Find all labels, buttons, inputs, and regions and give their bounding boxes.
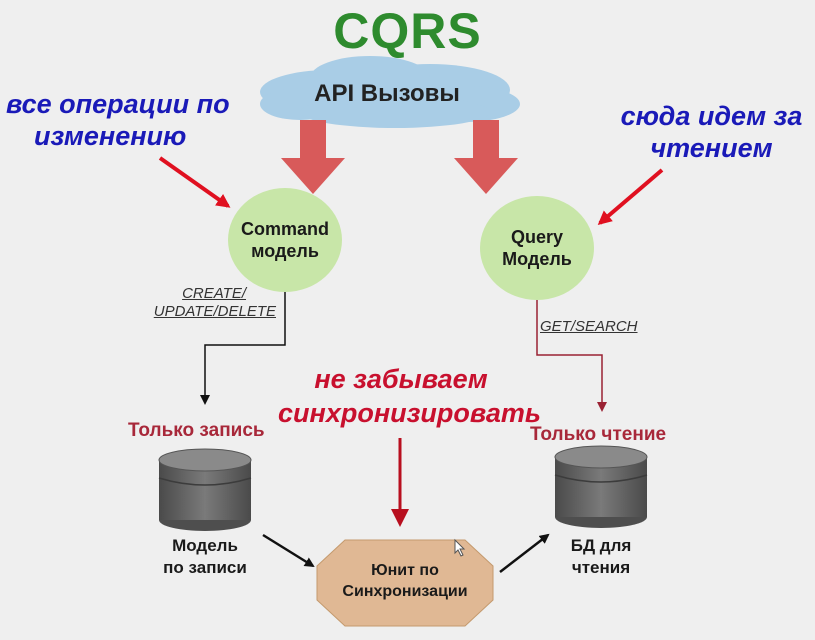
right-note-line-2: чтением xyxy=(650,133,773,163)
right-note-line-1: сюда идем за xyxy=(620,101,803,131)
query-node-label: Query Модель xyxy=(480,226,594,270)
query-to-read-connector xyxy=(536,300,607,412)
read-db-cylinder xyxy=(554,445,648,528)
command-node-shape xyxy=(228,188,342,292)
right-note-arrow xyxy=(597,168,664,225)
sync-note-line-2: синхронизировать xyxy=(278,398,541,428)
command-ops-line-2: UPDATE/DELETE xyxy=(153,303,276,320)
read-db-label: БД для чтения xyxy=(541,535,661,579)
command-node-line-2: модель xyxy=(251,241,319,261)
big-arrow-left xyxy=(281,120,345,194)
sync-unit-line-2: Синхронизации xyxy=(342,583,468,600)
write-db-label: Модель по записи xyxy=(145,535,265,579)
write-db-to-sync-arrow xyxy=(262,533,315,568)
sync-to-read-db-arrow xyxy=(499,533,550,573)
mouse-cursor-icon xyxy=(454,538,466,557)
read-db-caption: Только чтение xyxy=(530,424,667,445)
write-db-label-line-1: Модель xyxy=(172,536,238,555)
command-ops-line-1: CREATE/ xyxy=(182,285,246,302)
query-operations: GET/SEARCH xyxy=(540,318,638,335)
left-note: все операции по изменению xyxy=(6,88,230,152)
api-cloud-shape xyxy=(260,56,520,128)
sync-note-line-1: не забываем xyxy=(314,364,488,394)
read-db-label-line-2: чтения xyxy=(571,558,631,577)
sync-unit-line-1: Юнит по xyxy=(371,562,439,579)
sync-unit-shape xyxy=(316,539,494,627)
command-node-line-1: Command xyxy=(240,219,329,239)
write-db-caption: Только запись xyxy=(128,420,265,441)
command-operations: CREATE/ UPDATE/DELETE xyxy=(118,285,276,321)
command-to-write-connector xyxy=(200,292,286,405)
right-note: сюда идем за чтением xyxy=(614,100,809,164)
sync-note: не забываем синхронизировать xyxy=(278,362,541,430)
big-arrow-right xyxy=(454,120,518,194)
left-note-line-2: изменению xyxy=(34,121,187,151)
left-note-arrow xyxy=(158,156,231,208)
query-node-line-1: Query xyxy=(510,227,564,247)
write-db-cylinder xyxy=(158,448,252,531)
left-note-line-1: все операции по xyxy=(6,89,230,119)
query-node-shape xyxy=(480,196,594,300)
command-node-label: Command модель xyxy=(228,218,342,262)
write-db-label-line-2: по записи xyxy=(163,558,247,577)
diagram-title: CQRS xyxy=(333,3,482,59)
api-cloud-label: API Вызовы xyxy=(314,80,460,107)
read-db-label-line-1: БД для xyxy=(570,536,632,555)
query-node-line-2: Модель xyxy=(502,249,572,269)
sync-unit-label: Юнит по Синхронизации xyxy=(317,560,493,602)
